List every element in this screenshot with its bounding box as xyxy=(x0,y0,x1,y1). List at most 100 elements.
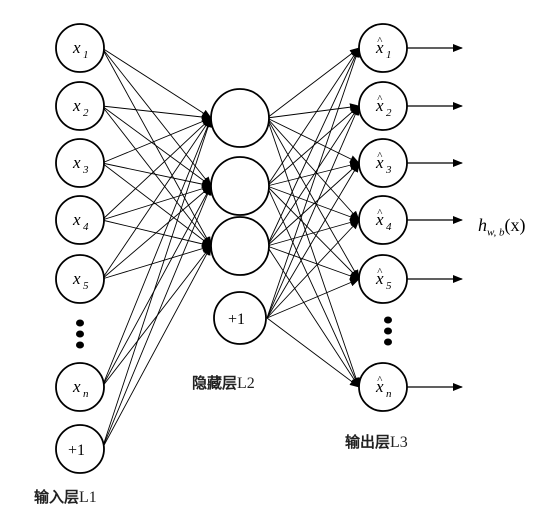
input-ellipsis-dot-2 xyxy=(76,341,84,349)
edge-hidden-2-to-output-5 xyxy=(266,245,360,388)
input-bias-label: +1 xyxy=(68,442,85,459)
input-node-5-circle xyxy=(55,254,105,304)
edge-input-2-to-hidden-0 xyxy=(101,117,212,164)
output-node-1-hat: ^ xyxy=(377,35,383,47)
edge-input-2-to-hidden-1 xyxy=(101,162,212,189)
hidden-bias-label: +1 xyxy=(228,311,245,328)
edge-hidden-3-to-output-0 xyxy=(266,47,360,319)
output-node-4-circle xyxy=(358,195,408,245)
edge-input-4-to-hidden-1 xyxy=(101,185,212,280)
edge-hidden-0-to-output-4 xyxy=(266,117,360,280)
hidden-node-2 xyxy=(210,156,270,216)
input-node-5-var: x xyxy=(72,269,81,288)
output-node-2-var: x xyxy=(375,96,384,115)
input-node-5-subscript: 5 xyxy=(83,280,89,292)
input-node-4-circle xyxy=(55,195,105,245)
input-node-1-subscript: 1 xyxy=(83,49,89,61)
input-node-3-var: x xyxy=(72,153,81,172)
output-node-4-var: x xyxy=(375,210,384,229)
edge-input-6-to-hidden-1 xyxy=(101,185,212,450)
edge-hidden-3-to-output-1 xyxy=(266,105,360,319)
edge-hidden-2-to-output-3 xyxy=(266,218,360,247)
edge-hidden-0-to-output-1 xyxy=(266,103,360,119)
edge-input-5-to-hidden-0 xyxy=(101,117,212,388)
output-node-2-hat: ^ xyxy=(377,93,383,105)
output-layer-label: 输出层L3 xyxy=(345,433,408,451)
output-node-4: x^4 xyxy=(358,195,408,245)
edge-input-3-to-hidden-0 xyxy=(101,117,212,221)
output-node-2: x^2 xyxy=(358,81,408,131)
hidden-bias-node: +1 xyxy=(213,291,267,345)
input-node-1-circle xyxy=(55,23,105,73)
hidden-node-1 xyxy=(210,88,270,148)
output-node-5-circle xyxy=(358,254,408,304)
edge-hidden-2-to-output-4 xyxy=(266,245,360,280)
output-node-4-hat: ^ xyxy=(377,207,383,219)
input-node-4-var: x xyxy=(72,210,81,229)
output-node-2-subscript: 2 xyxy=(386,107,392,119)
output-node-5-var: x xyxy=(375,269,384,288)
hypothesis-label: hw, b(x) xyxy=(478,215,526,239)
edge-input-6-to-hidden-0 xyxy=(101,117,212,450)
input-ellipsis-dot-1 xyxy=(76,330,84,338)
edge-hidden-1-to-output-5 xyxy=(266,185,360,388)
edge-hidden-3-to-output-4 xyxy=(266,278,360,319)
edge-hidden-0-to-output-0 xyxy=(266,47,360,119)
edge-hidden-1-to-output-0 xyxy=(266,47,360,187)
edge-hidden-1-to-output-2 xyxy=(266,161,360,187)
output-node-2-circle xyxy=(358,81,408,131)
edge-input-4-to-hidden-0 xyxy=(101,117,212,280)
hidden-node-3 xyxy=(210,216,270,276)
input-node-n-circle xyxy=(55,362,105,412)
output-node-n-subscript: n xyxy=(386,388,392,400)
output-node-4-subscript: 4 xyxy=(386,221,392,233)
edge-input-0-to-hidden-1 xyxy=(101,47,212,187)
edge-input-4-to-hidden-2 xyxy=(101,244,212,280)
output-node-1-circle xyxy=(358,23,408,73)
input-node-4-subscript: 4 xyxy=(83,221,89,233)
output-node-1-subscript: 1 xyxy=(386,49,392,61)
hidden-bias-circle xyxy=(213,291,267,345)
input-node-3-subscript: 3 xyxy=(82,164,89,176)
input-node-2-subscript: 2 xyxy=(83,107,89,119)
input-layer-label: 输入层L1 xyxy=(34,488,97,506)
input-node-2-var: x xyxy=(72,96,81,115)
input-bias-circle xyxy=(55,424,105,474)
output-node-n-var: x xyxy=(375,377,384,396)
edge-hidden-1-to-output-3 xyxy=(266,185,360,221)
output-node-n-hat: ^ xyxy=(377,374,383,386)
input-node-3-circle xyxy=(55,138,105,188)
edge-input-1-to-hidden-0 xyxy=(101,105,212,121)
output-ellipsis-dot-2 xyxy=(384,338,392,346)
edge-hidden-2-to-output-2 xyxy=(266,162,360,247)
edge-input-3-to-hidden-1 xyxy=(101,184,212,221)
edge-hidden-0-to-output-3 xyxy=(266,117,360,221)
input-bias-node: +1 xyxy=(55,424,105,474)
edge-hidden-2-to-output-1 xyxy=(266,105,360,247)
output-node-1: x^1 xyxy=(358,23,408,73)
input-node-2-circle xyxy=(55,81,105,131)
input-ellipsis-dot-0 xyxy=(76,319,84,327)
output-ellipsis-dot-1 xyxy=(384,327,392,335)
edge-input-0-to-hidden-0 xyxy=(101,47,212,119)
edge-input-2-to-hidden-2 xyxy=(101,162,212,247)
edge-hidden-1-to-output-4 xyxy=(266,185,360,280)
hidden-layer-label: 隐藏层L2 xyxy=(192,374,255,392)
edge-hidden-0-to-output-5 xyxy=(266,117,360,388)
output-node-3-circle xyxy=(358,138,408,188)
output-node-5-hat: ^ xyxy=(377,266,383,278)
edge-hidden-0-to-output-2 xyxy=(266,117,360,164)
connection-edges xyxy=(101,44,463,450)
output-node-3: x^3 xyxy=(358,138,408,188)
output-node-1-var: x xyxy=(375,38,384,57)
output-node-5: x^5 xyxy=(358,254,408,304)
output-node-5-subscript: 5 xyxy=(386,280,392,292)
